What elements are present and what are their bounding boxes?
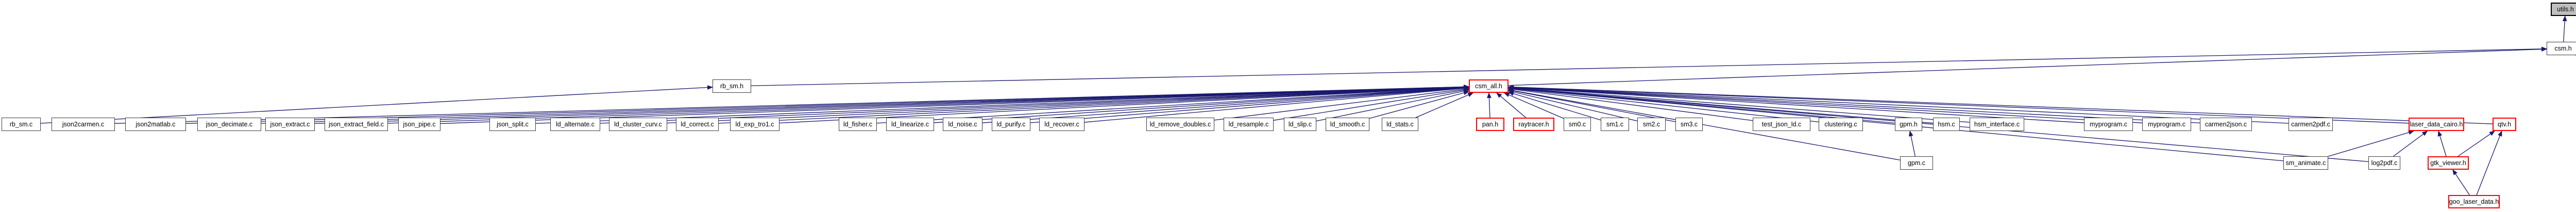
graph-node-clustering_c[interactable]: clustering.c [1819,118,1863,131]
include-edge-goo_laser_data_h-to-qtv_h [2476,131,2502,195]
graph-node-json_extract_c[interactable]: json_extract.c [265,118,315,131]
include-edge-sm0_c-to-csm_all_h [1503,92,1564,119]
include-edge-raytracer_h-to-csm_all_h [1496,92,1527,118]
include-edge-sm1_c-to-csm_all_h [1508,91,1601,121]
include-edge-sm3_c-to-csm_all_h [1508,88,1676,122]
include-edge-ld_remove_doubles_c-to-csm_all_h [1214,87,1469,121]
graph-node-qtv_h[interactable]: qtv.h [2493,118,2516,131]
graph-node-rb_sm_h[interactable]: rb_sm.h [713,79,751,93]
graph-node-sm_animate_c[interactable]: sm_animate.c [2283,156,2328,170]
include-edge-ld_correct_c-to-csm_all_h [718,85,1469,124]
include-edge-gpm_c-to-csm_all_h [1508,88,1901,160]
graph-node-sm3_c[interactable]: sm3.c [1675,118,1703,131]
graph-node-ld_stats_c[interactable]: ld_stats.c [1382,118,1418,131]
include-edge-ld_slip_c-to-csm_all_h [1316,89,1469,122]
include-edge-myprogram2_c-to-csm_all_h [1508,85,2143,123]
graph-node-myprogram1_c[interactable]: myprogram.c [2084,118,2133,131]
include-edge-log2pdf_c-to-laser_data_cairo_h [2393,131,2428,157]
include-edge-gpm_c-to-gpm_h [1908,131,1916,157]
include-edge-sm2_c-to-csm_all_h [1508,90,1638,122]
graph-node-rb_sm_c[interactable]: rb_sm.c [2,118,41,131]
graph-node-gpm_h[interactable]: gpm.h [1895,118,1922,131]
graph-node-hsm_interface_c[interactable]: hsm_interface.c [1970,118,2024,131]
include-edge-json_split_c-to-csm_all_h [535,85,1469,124]
graph-node-json2carmen_c[interactable]: json2carmen.c [52,118,115,131]
graph-node-myprogram2_c[interactable]: myprogram.c [2142,118,2191,131]
include-edge-ld_fisher_c-to-csm_all_h [876,85,1469,124]
graph-node-pan_h[interactable]: pan.h [1476,118,1504,131]
graph-node-ld_recover_c[interactable]: ld_recover.c [1039,118,1084,131]
graph-node-carmen2pdf_c[interactable]: carmen2pdf.c [2289,118,2333,131]
include-edge-ld_stats_c-to-csm_all_h [1415,92,1474,118]
include-edge-clustering_c-to-csm_all_h [1508,86,1819,122]
graph-node-log2pdf_c[interactable]: log2pdf.c [2368,156,2400,170]
graph-node-json_decimate_c[interactable]: json_decimate.c [197,118,261,131]
include-edge-ld_alternate_c-to-csm_all_h [600,85,1469,124]
graph-node-ld_cluster_curv_c[interactable]: ld_cluster_curv.c [609,118,667,131]
graph-node-ld_smooth_c[interactable]: ld_smooth.c [1326,118,1369,131]
graph-node-hsm_c[interactable]: hsm.c [1933,118,1960,131]
graph-node-sm1_c[interactable]: sm1.c [1601,118,1629,131]
include-edge-test_json_ld_c-to-csm_all_h [1508,87,1753,121]
graph-node-ld_alternate_c[interactable]: ld_alternate.c [550,118,600,131]
graph-node-ld_exp_tro1_c[interactable]: ld_exp_tro1.c [730,118,779,131]
graph-node-sm2_c[interactable]: sm2.c [1637,118,1666,131]
include-edge-carmen2json_c-to-csm_all_h [1508,85,2200,124]
include-edge-hsm_interface_c-to-csm_all_h [1508,86,1970,123]
include-edge-ld_exp_tro1_c-to-csm_all_h [779,85,1469,124]
include-edge-ld_cluster_curv_c-to-csm_all_h [667,85,1469,124]
graph-node-utils_h[interactable]: utils.h [2551,3,2576,16]
include-edge-ld_smooth_c-to-csm_all_h [1369,90,1469,119]
graph-node-ld_noise_c[interactable]: ld_noise.c [943,118,982,131]
include-edge-rb_sm_c-to-rb_sm_h [40,85,713,124]
include-edge-rb_sm_h-to-csm_h [751,46,2547,86]
graph-node-ld_resample_c[interactable]: ld_resample.c [1224,118,1274,131]
graph-node-ld_remove_doubles_c[interactable]: ld_remove_doubles.c [1146,118,1214,131]
include-edge-laser_data_cairo_h-to-csm_all_h [1508,85,2409,124]
include-edge-carmen2pdf_c-to-csm_all_h [1508,85,2289,124]
graph-node-ld_linearize_c[interactable]: ld_linearize.c [886,118,934,131]
graph-node-csm_all_h[interactable]: csm_all.h [1469,79,1509,93]
include-edge-json_extract_c-to-csm_all_h [314,85,1469,124]
include-edge-sm_animate_c-to-laser_data_cairo_h [2328,130,2415,157]
graph-node-gpm_c[interactable]: gpm.c [1900,156,1933,170]
include-edge-json_decimate_c-to-csm_all_h [261,85,1469,124]
graph-node-sm0_c[interactable]: sm0.c [1564,118,1591,131]
include-edge-json2carmen_c-to-csm_all_h [114,84,1469,124]
graph-node-ld_purify_c[interactable]: ld_purify.c [992,118,1030,131]
graph-node-json_pipe_c[interactable]: json_pipe.c [398,118,440,131]
include-edge-json_pipe_c-to-csm_all_h [440,85,1469,124]
include-edge-ld_purify_c-to-csm_all_h [1030,86,1469,123]
include-edge-gtk_viewer_h-to-laser_data_cairo_h [2437,131,2447,157]
include-edge-csm_all_h-to-csm_h [1508,47,2547,86]
graph-node-ld_correct_c[interactable]: ld_correct.c [676,118,719,131]
graph-node-json_extract_field_c[interactable]: json_extract_field.c [325,118,388,131]
graph-node-ld_slip_c[interactable]: ld_slip.c [1284,118,1316,131]
include-edge-json_extract_field_c-to-csm_all_h [387,85,1469,124]
include-edge-ld_linearize_c-to-csm_all_h [934,85,1469,123]
graph-node-test_json_ld_c[interactable]: test_json_ld.c [1753,118,1810,131]
graph-node-goo_laser_data_h[interactable]: goo_laser_data.h [2448,195,2500,208]
include-edge-pan_h-to-csm_all_h [1487,92,1492,118]
include-edge-ld_noise_c-to-csm_all_h [982,86,1469,123]
graph-node-gtk_viewer_h[interactable]: gtk_viewer.h [2428,156,2469,170]
include-edge-gtk_viewer_h-to-qtv_h [2458,131,2495,157]
include-edge-myprogram1_c-to-csm_all_h [1508,85,2084,123]
include-edge-json2matlab_c-to-csm_all_h [185,84,1469,124]
include-edge-csm_h-to-utils_h [2562,15,2567,42]
graph-node-laser_data_cairo_h[interactable]: laser_data_cairo.h [2409,118,2464,131]
graph-node-raytracer_h[interactable]: raytracer.h [1513,118,1554,131]
graph-node-json_split_c[interactable]: json_split.c [489,118,536,131]
include-edge-ld_resample_c-to-csm_all_h [1273,88,1469,121]
graph-node-ld_fisher_c[interactable]: ld_fisher.c [839,118,877,131]
graph-node-json2matlab_c[interactable]: json2matlab.c [125,118,186,131]
include-edge-ld_recover_c-to-csm_all_h [1084,86,1469,123]
include-edge-goo_laser_data_h-to-gtk_viewer_h [2452,169,2470,195]
graph-node-carmen2json_c[interactable]: carmen2json.c [2200,118,2252,131]
graph-node-csm_h[interactable]: csm.h [2547,42,2576,55]
